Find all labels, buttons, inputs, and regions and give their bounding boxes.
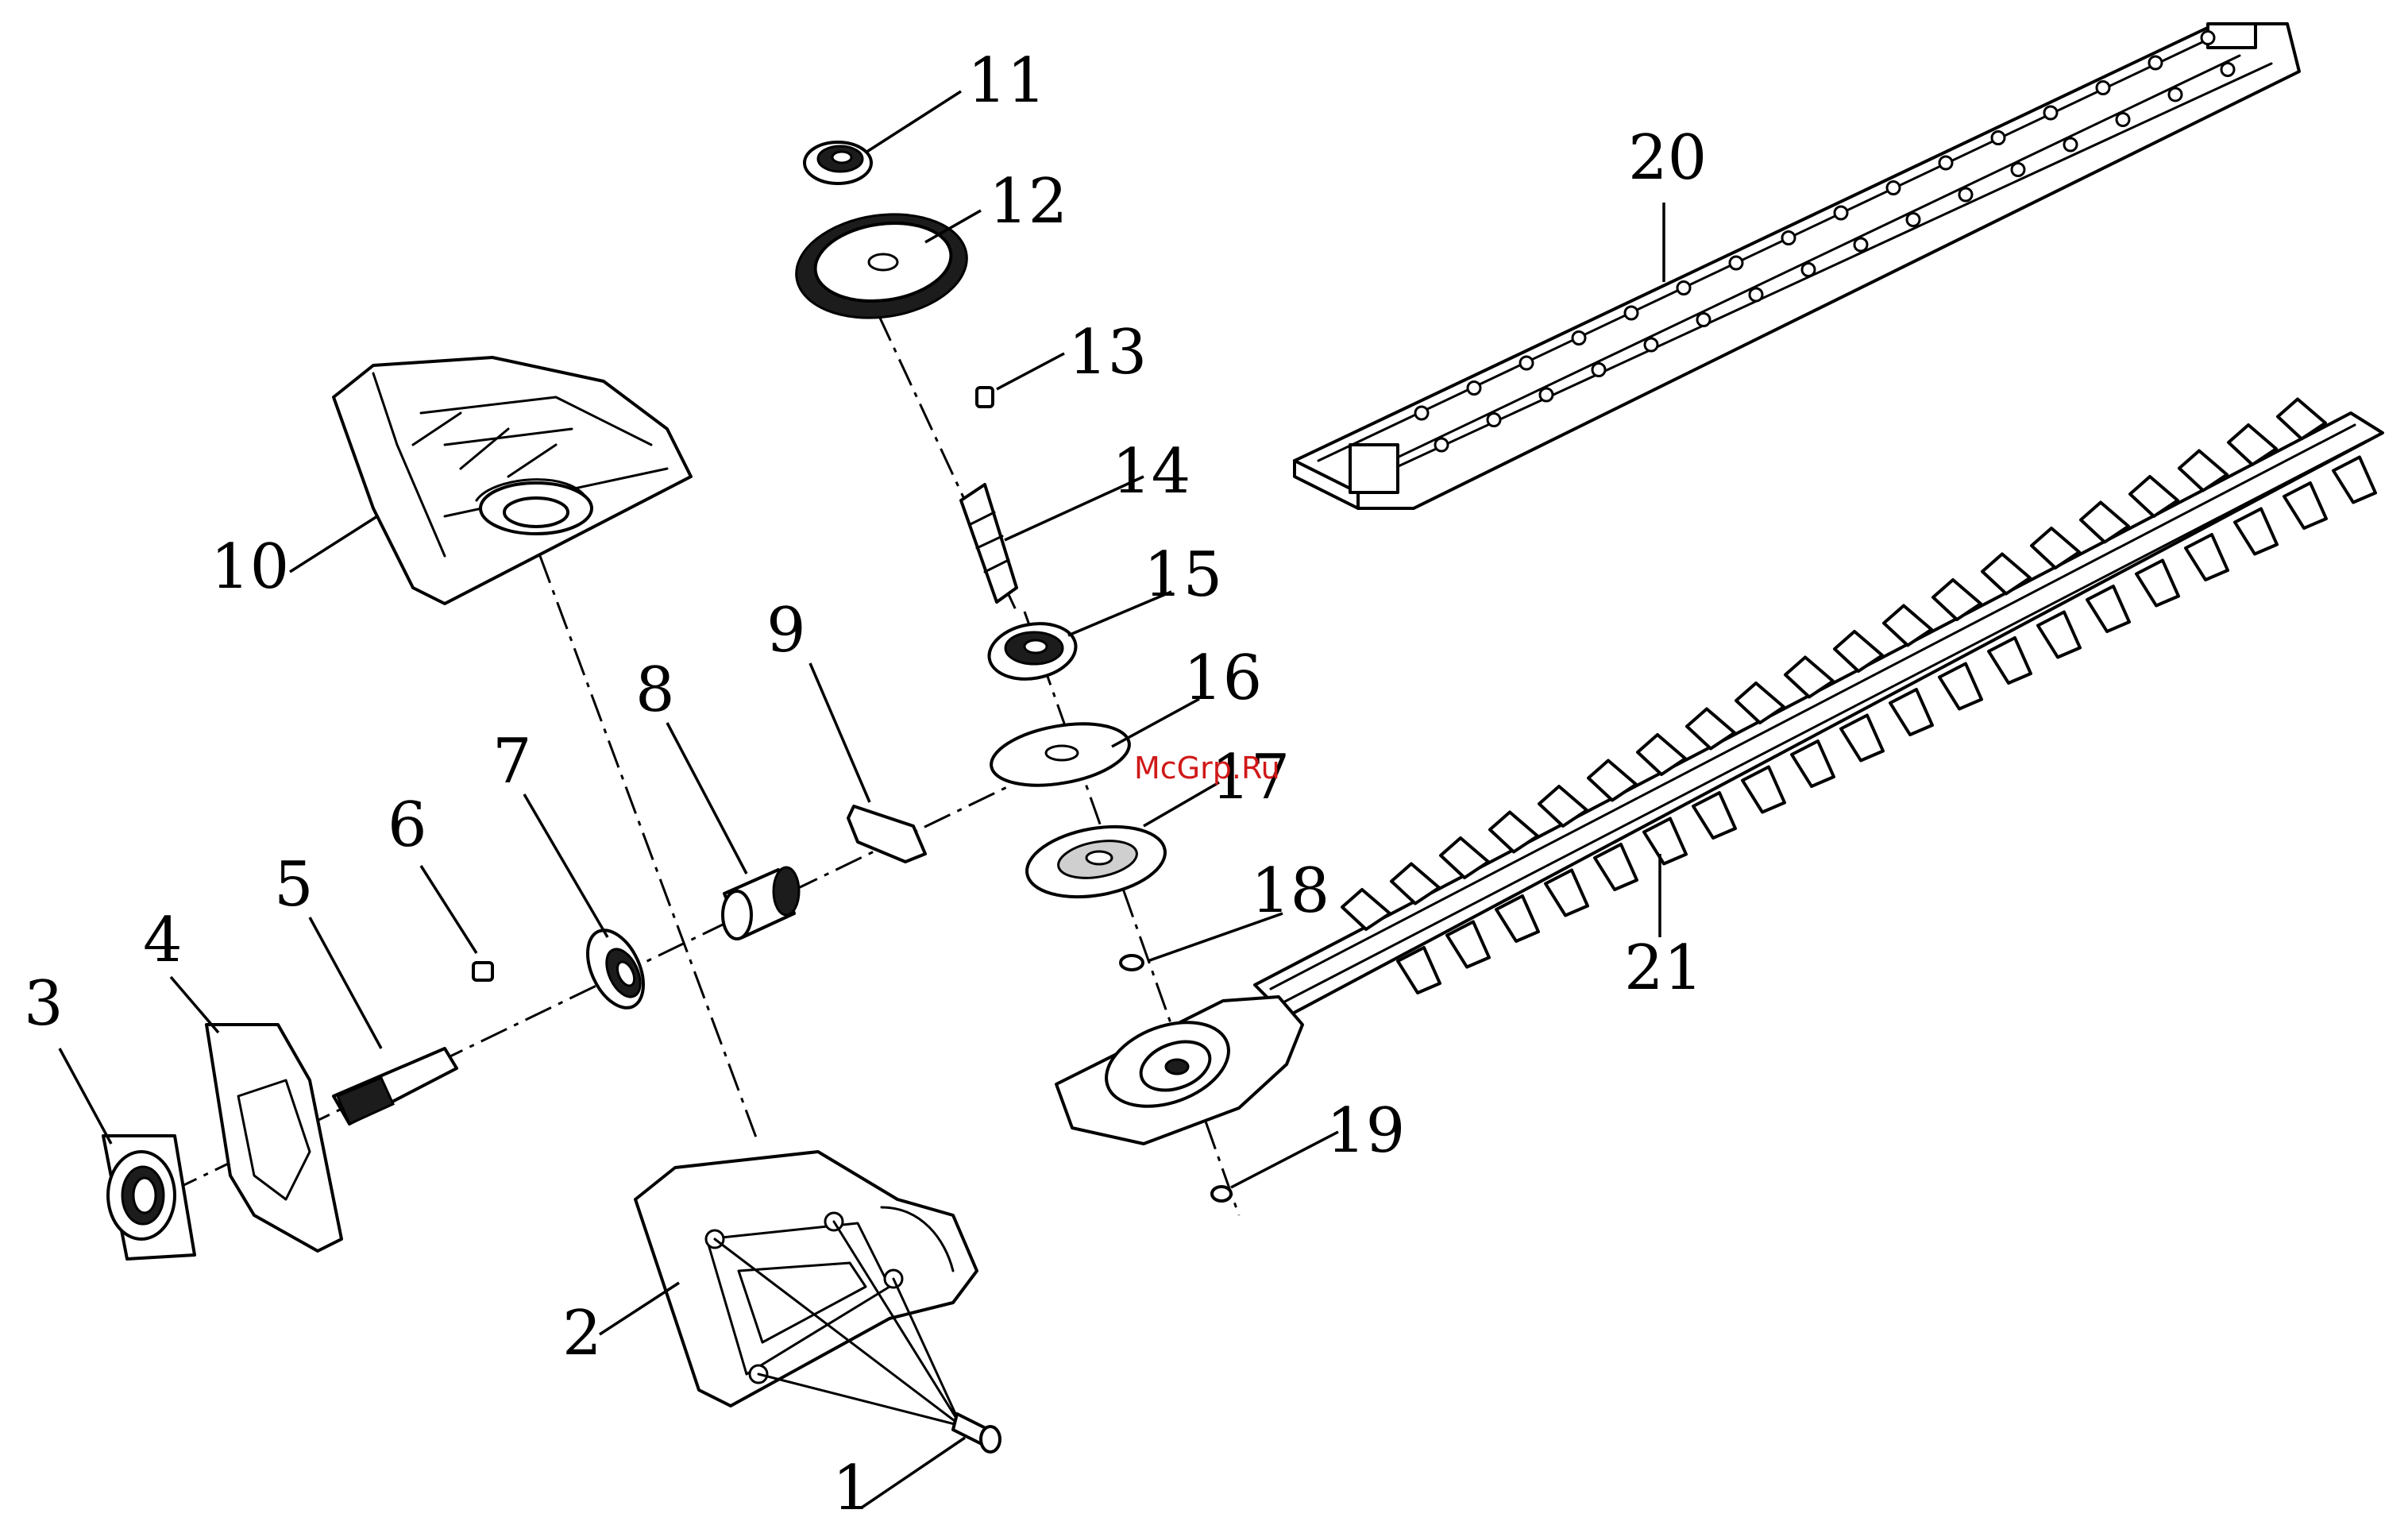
part-13-pin: [977, 388, 993, 407]
rail-hole: [2044, 106, 2057, 119]
rail-hole: [1992, 132, 2005, 145]
rail-hole: [1782, 232, 1795, 245]
part-4-gasket: [206, 1025, 342, 1251]
blade-tooth-lower: [2235, 509, 2277, 554]
part-16-washer: [986, 714, 1134, 794]
rail-hole: [1697, 314, 1710, 326]
part-12-gear: [789, 204, 974, 329]
part-9-slider: [848, 806, 925, 862]
part-19-clip: [1212, 1187, 1231, 1201]
callout-6: 6: [388, 790, 427, 861]
rail-hole: [1939, 156, 1952, 169]
part-18-washer: [1121, 956, 1143, 970]
part-6-key: [473, 963, 492, 980]
blade-tooth-lower: [1792, 741, 1834, 786]
rail-hole: [1645, 338, 1657, 351]
watermark: McGrp.Ru: [1134, 751, 1280, 786]
part-15-bearing: [985, 617, 1080, 685]
blade-tooth-lower: [2186, 535, 2228, 580]
rail-hole: [1750, 288, 1762, 301]
rail-hole: [2012, 164, 2024, 176]
blade-tooth-lower: [1841, 716, 1883, 761]
part-2-lower-housing: [635, 1152, 977, 1426]
rail-hole: [1835, 207, 1847, 219]
callout-10: 10: [210, 531, 289, 603]
callout-12: 12: [989, 166, 1067, 237]
callout-20: 20: [1628, 122, 1707, 194]
rail-hole: [1907, 214, 1920, 226]
blade-tooth-lower: [2038, 612, 2080, 658]
part-11-bearing: [805, 142, 871, 183]
blade-tooth-lower: [2333, 458, 2375, 503]
rail-hole: [1854, 238, 1867, 251]
rail-hole: [1573, 332, 1585, 345]
callout-1: 1: [832, 1453, 872, 1524]
blade-tooth-lower: [1644, 819, 1686, 864]
rail-hole: [2117, 114, 2129, 126]
rail-hole: [1520, 357, 1533, 369]
blade-tooth-lower: [2136, 561, 2178, 606]
part-3-cover-flange: [103, 1136, 195, 1259]
rail-hole: [1435, 438, 1448, 451]
part-10-upper-housing: [334, 357, 691, 604]
rail-hole: [2169, 88, 2182, 101]
blade-tooth-lower: [1939, 664, 1982, 709]
callout-13: 13: [1068, 317, 1147, 388]
callout-19: 19: [1326, 1095, 1405, 1167]
rail-hole: [1592, 364, 1605, 376]
blade-tooth-lower: [1742, 767, 1785, 813]
callout-11: 11: [967, 45, 1046, 117]
callout-9: 9: [766, 595, 806, 666]
rail-hole: [1677, 282, 1690, 295]
callout-3: 3: [24, 968, 64, 1040]
part-17-disc: [1021, 817, 1171, 906]
rail-hole: [2149, 56, 2162, 69]
callout-15: 15: [1144, 539, 1222, 611]
rail-hole: [2097, 82, 2109, 95]
part-7-bearing: [577, 921, 654, 1017]
rail-hole: [2202, 32, 2214, 44]
rail-hole: [1415, 407, 1428, 419]
rail-hole: [1625, 307, 1638, 319]
rail-hole: [2064, 138, 2077, 151]
blade-tooth-lower: [1890, 689, 1932, 735]
blade-tooth-lower: [2284, 483, 2326, 528]
rail-hole: [1887, 182, 1900, 195]
callout-7: 7: [492, 726, 532, 797]
rail-hole: [2221, 64, 2234, 76]
blade-tooth-lower: [2087, 586, 2129, 631]
part-14-drive-shaft: [961, 485, 1017, 602]
part-1-screw: [953, 1414, 1000, 1452]
rail-hole: [1730, 257, 1742, 269]
blade-tooth-lower: [1595, 844, 1637, 890]
part-8-pinion: [723, 867, 799, 939]
rail-hole: [1468, 382, 1480, 395]
callout-2: 2: [562, 1298, 602, 1369]
callout-16: 16: [1183, 643, 1262, 714]
callout-18: 18: [1251, 855, 1329, 927]
rail-hole: [1488, 414, 1500, 427]
part-20-guide-rail: [1295, 24, 2299, 508]
callout-8: 8: [635, 654, 675, 726]
callout-5: 5: [274, 849, 314, 921]
callout-21: 21: [1624, 932, 1703, 1004]
rail-hole: [1540, 388, 1553, 401]
callout-4: 4: [143, 905, 183, 976]
callout-14: 14: [1112, 436, 1190, 508]
part-5-shaft: [334, 1048, 457, 1124]
rail-hole: [1959, 188, 1972, 201]
blade-tooth-lower: [1693, 793, 1735, 838]
rail-hole: [1802, 264, 1815, 276]
blade-tooth-lower: [1989, 638, 2031, 683]
